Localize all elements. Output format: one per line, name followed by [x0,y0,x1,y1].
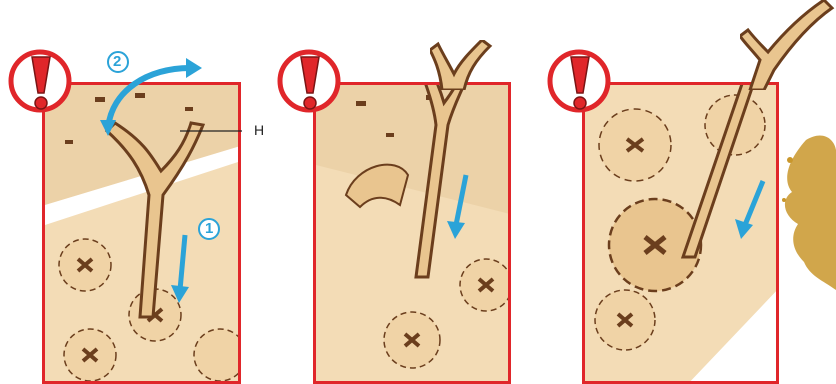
fork-top-2 [430,40,510,90]
gear-icon [384,312,440,368]
part-label-h: H [254,122,264,138]
warning-icon [8,45,72,117]
gear-icon [59,239,111,291]
panel-3-illustration [585,85,779,384]
warning-icon [277,45,341,117]
gear-icon [599,109,671,181]
warning-icon [547,45,611,117]
leader-line [180,126,250,136]
assembly-panel-2 [313,82,511,384]
gear-icon [64,329,116,381]
gear-icon [595,290,655,350]
fork-top-3 [740,0,836,90]
panel-2-illustration [316,85,511,384]
ink-stain [770,120,836,290]
gear-icon [460,259,511,311]
step-2-label: 2 [113,53,121,70]
assembly-panel-3 [582,82,779,384]
step-1-label: 1 [205,220,213,237]
gear-icon [194,329,241,381]
